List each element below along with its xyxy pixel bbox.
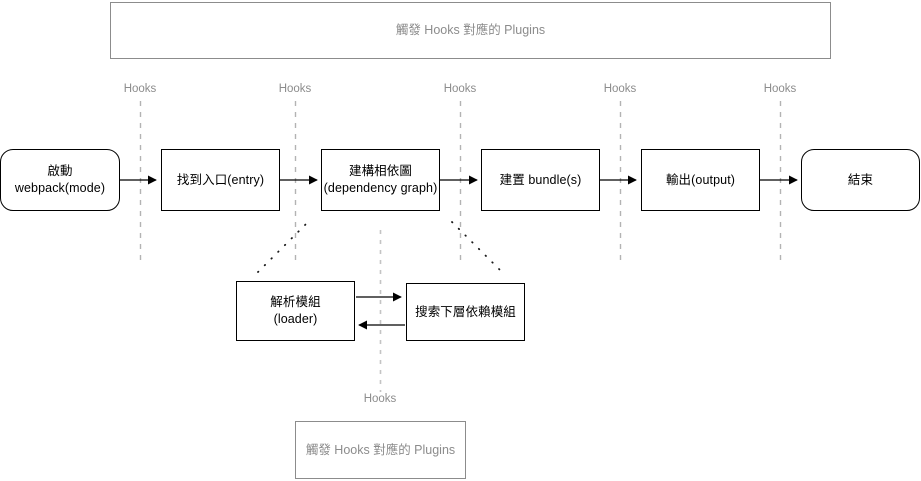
node-parse-module-loader[interactable]: 解析模組 (loader)	[236, 281, 355, 341]
node-output-label: 輸出(output)	[665, 172, 736, 187]
top-plugins-banner-label: 觸發 Hooks 對應的 Plugins	[395, 23, 546, 38]
hooks-label-1: Hooks	[123, 83, 157, 95]
node-find-entry[interactable]: 找到入口(entry)	[161, 149, 280, 211]
node-start-webpack-label: 啟動 webpack(mode)	[14, 164, 106, 195]
node-end[interactable]: 結束	[801, 149, 920, 211]
hooks-label-4: Hooks	[603, 83, 637, 95]
node-end-label: 結束	[847, 172, 874, 187]
bottom-plugins-banner-label: 觸發 Hooks 對應的 Plugins	[305, 442, 456, 457]
dotted-link-right	[451, 221, 503, 273]
node-build-bundles-label: 建置 bundle(s)	[499, 172, 582, 187]
hooks-label-bottom: Hooks	[363, 393, 397, 405]
hooks-label-2: Hooks	[278, 83, 312, 95]
node-parse-module-loader-label: 解析模組 (loader)	[270, 295, 321, 326]
dotted-link-left	[257, 221, 309, 273]
node-build-bundles[interactable]: 建置 bundle(s)	[481, 149, 600, 211]
hooks-label-3: Hooks	[443, 83, 477, 95]
node-output[interactable]: 輸出(output)	[641, 149, 760, 211]
node-search-dependencies-label: 搜索下層依賴模組	[415, 304, 516, 319]
dotted-drilldown-links	[257, 221, 503, 273]
sub-flow-arrows	[356, 292, 405, 330]
bottom-plugins-banner: 觸發 Hooks 對應的 Plugins	[295, 421, 466, 479]
node-find-entry-label: 找到入口(entry)	[176, 172, 265, 187]
node-dependency-graph-label: 建構相依圖 (dependency graph)	[323, 164, 438, 195]
node-start-webpack[interactable]: 啟動 webpack(mode)	[0, 149, 120, 211]
node-search-dependencies[interactable]: 搜索下層依賴模組	[406, 283, 525, 341]
top-plugins-banner: 觸發 Hooks 對應的 Plugins	[110, 2, 831, 59]
hooks-label-5: Hooks	[763, 83, 797, 95]
node-dependency-graph[interactable]: 建構相依圖 (dependency graph)	[321, 149, 440, 211]
